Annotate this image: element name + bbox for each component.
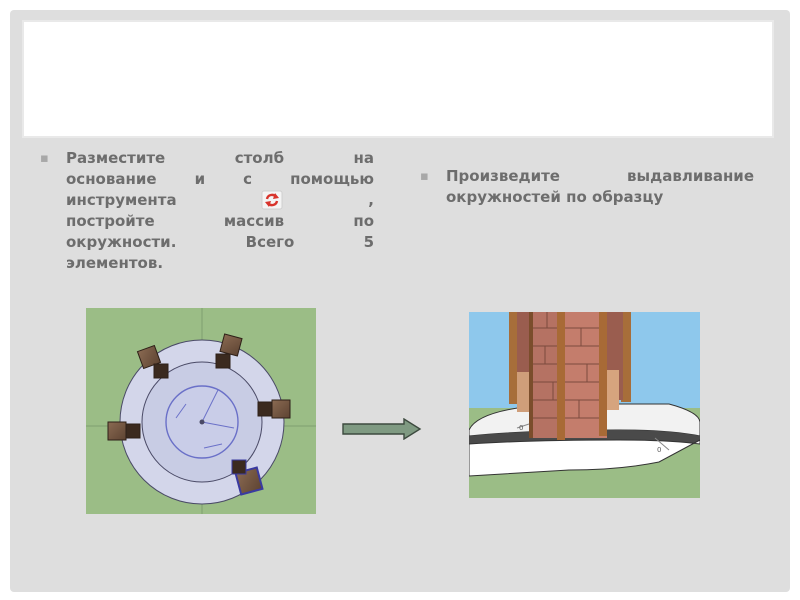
bullet-line: инструмента , <box>66 190 374 211</box>
word: инструмента <box>66 191 177 209</box>
word: Всего <box>245 233 295 251</box>
bullet-line: окружности. Всего 5 <box>66 232 374 253</box>
word: Разместите <box>66 149 166 167</box>
word: , <box>368 191 374 209</box>
word: выдавливание <box>627 167 754 185</box>
bullet-line: постройте массив по <box>66 211 374 232</box>
word: окружностей <box>446 188 561 206</box>
word: элементов. <box>66 254 164 272</box>
bullet-line: окружностей по образцу <box>446 187 754 208</box>
word: и <box>194 170 206 188</box>
extruded-base-screenshot: 0 0 <box>469 312 700 498</box>
bullet-line: Произведите выдавливание <box>446 166 754 187</box>
circular-array-screenshot <box>86 308 316 514</box>
word: на <box>353 149 375 167</box>
word: с <box>243 170 253 188</box>
bullet-right-text: Произведите выдавливание окружностей по … <box>446 166 754 208</box>
word: постройте <box>66 212 155 230</box>
bullet-line: элементов. <box>66 253 374 274</box>
word: 5 <box>363 233 374 251</box>
bullet-line: Разместите столб на <box>66 148 374 169</box>
word: столб <box>234 149 285 167</box>
word: образцу <box>592 188 664 206</box>
bullet-marker: ▪ <box>420 169 429 184</box>
word: массив <box>223 212 285 230</box>
bullet-line: основание и с помощью <box>66 169 374 190</box>
word: Произведите <box>446 167 560 185</box>
word: окружности. <box>66 233 177 251</box>
bullet-left-text: Разместите столб на основание и с помощь… <box>66 148 374 274</box>
rotate-tool-icon <box>259 190 285 210</box>
bullet-marker: ▪ <box>40 151 49 166</box>
word: основание <box>66 170 157 188</box>
word: помощью <box>290 170 374 188</box>
word: по <box>353 212 374 230</box>
word: по <box>566 188 587 206</box>
slide-title-box[interactable] <box>22 20 774 138</box>
arrow-right-icon <box>342 417 422 441</box>
dimension-label: 0 <box>519 424 523 432</box>
dimension-label: 0 <box>657 446 661 454</box>
